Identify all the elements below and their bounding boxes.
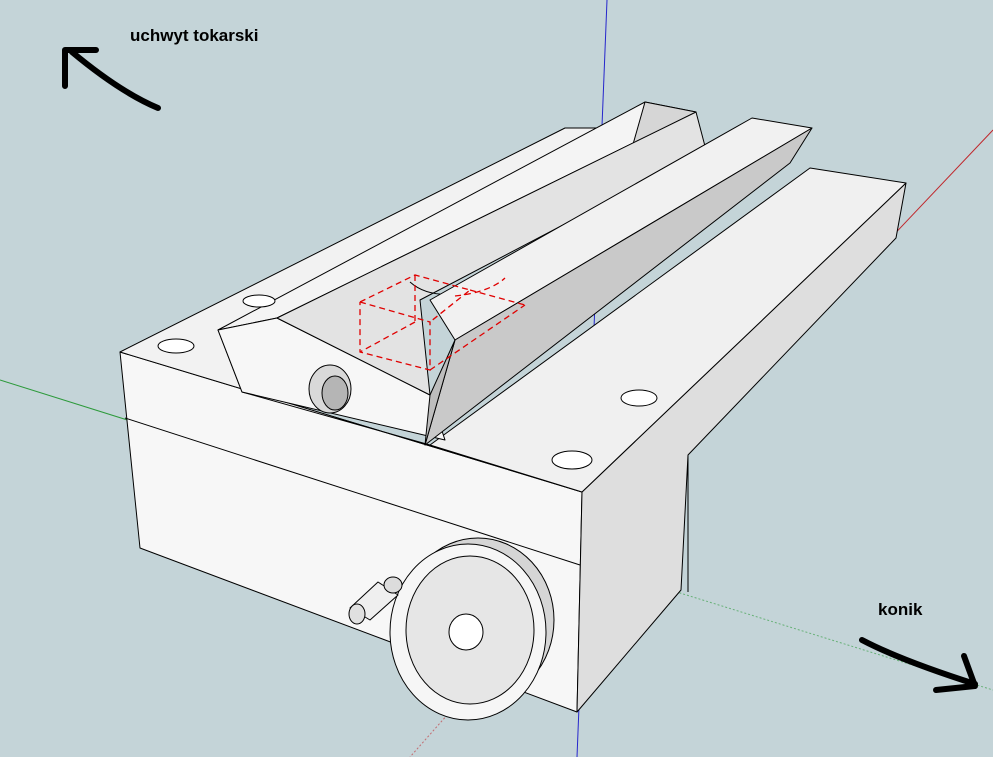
dovetail-front	[424, 339, 456, 446]
arrow-up-left-icon	[62, 47, 161, 111]
handwheel[interactable]	[389, 537, 555, 721]
mounting-holes	[157, 294, 658, 470]
handle-collar	[383, 576, 403, 594]
tailstock-label: konik	[878, 600, 923, 619]
right-dovetail-rail[interactable]	[424, 117, 813, 446]
handwheel-hub	[448, 613, 484, 651]
hole-front-left	[157, 338, 195, 354]
base-seam-line	[124, 417, 581, 566]
top-face-right	[429, 167, 907, 493]
hole-front-right	[551, 450, 593, 470]
handwheel-handle[interactable]	[348, 576, 403, 625]
hidden-nut-box	[359, 274, 526, 371]
chuck-label: uchwyt tokarski	[130, 26, 259, 45]
hole-mid-right	[620, 389, 658, 407]
leadscrew-hole-inner	[321, 375, 349, 411]
arrow-down-right-icon	[859, 637, 978, 693]
handle-end	[348, 603, 366, 625]
hole-back-left	[242, 294, 276, 308]
